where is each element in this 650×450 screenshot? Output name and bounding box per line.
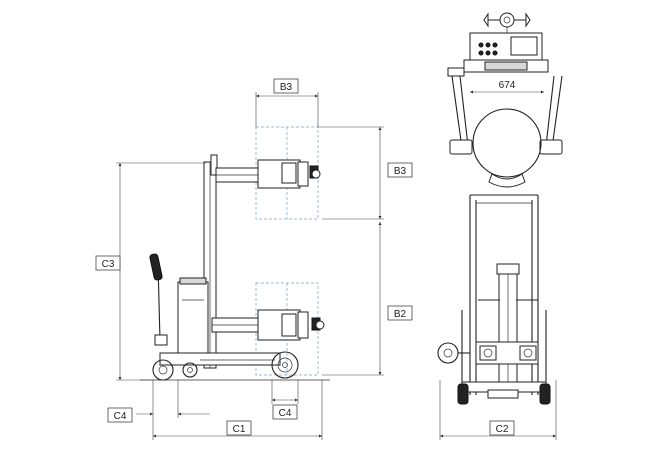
label-c3: C3 <box>95 255 121 271</box>
svg-text:C3: C3 <box>102 259 115 270</box>
side-dimensions <box>116 92 384 440</box>
c2-dimension <box>439 380 557 440</box>
label-c1: C1 <box>226 420 252 436</box>
top-view <box>447 12 563 188</box>
label-c4-right: C4 <box>272 404 298 420</box>
label-c4-left: C4 <box>107 407 133 423</box>
battery-box <box>177 281 209 355</box>
chassis <box>159 352 281 366</box>
label-674: 674 <box>499 80 516 91</box>
front-wheel-left <box>457 383 469 405</box>
svg-text:674: 674 <box>499 80 516 91</box>
front-view <box>437 194 551 405</box>
drum-circle <box>472 108 542 178</box>
svg-text:B2: B2 <box>394 309 407 320</box>
label-b3-top: B3 <box>273 78 299 94</box>
svg-text:C1: C1 <box>233 424 246 435</box>
front-wheel <box>271 351 299 379</box>
svg-text:C4: C4 <box>279 408 292 419</box>
lower-gripper <box>211 309 325 341</box>
top-handle <box>483 12 531 33</box>
svg-text:B3: B3 <box>280 82 293 93</box>
svg-text:C2: C2 <box>496 424 509 435</box>
upper-gripper <box>215 159 321 189</box>
label-b2: B2 <box>387 305 413 321</box>
label-b3-side: B3 <box>387 162 413 178</box>
tiller-handle <box>149 253 168 346</box>
label-c2: C2 <box>489 420 515 436</box>
svg-text:B3: B3 <box>394 166 407 177</box>
side-view <box>140 126 330 381</box>
caster-wheel <box>182 362 198 378</box>
svg-text:C4: C4 <box>114 411 127 422</box>
front-wheel-right <box>539 383 551 405</box>
